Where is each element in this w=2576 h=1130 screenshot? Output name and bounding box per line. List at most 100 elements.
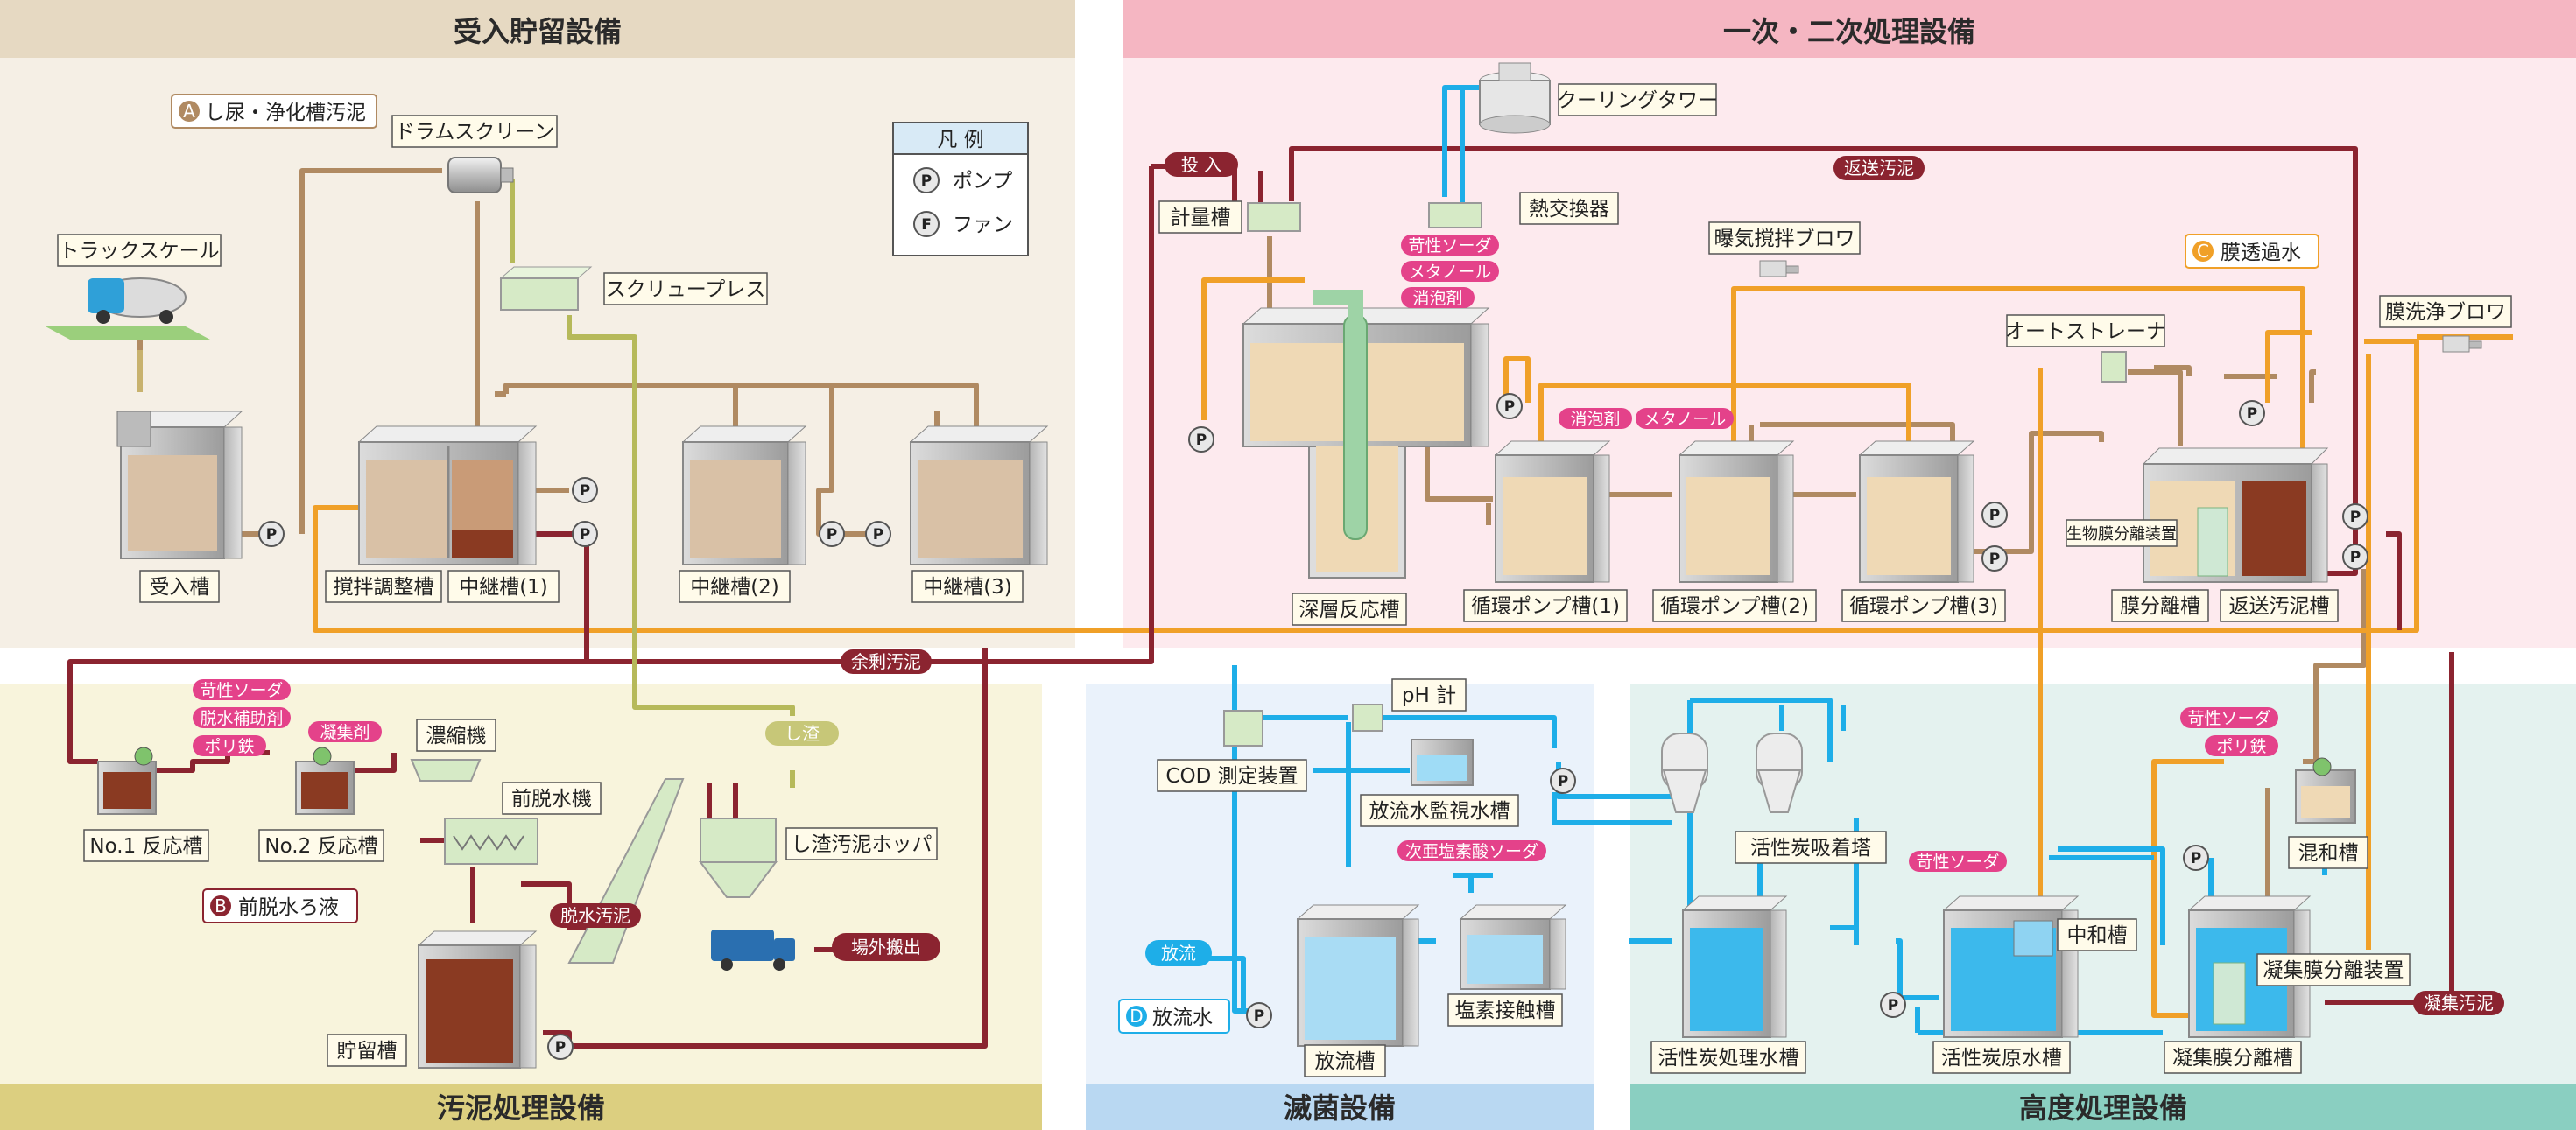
heat-exchanger-icon bbox=[1428, 202, 1482, 228]
svg-text:中和槽: 中和槽 bbox=[2067, 924, 2128, 947]
mark-c: C bbox=[2197, 241, 2209, 262]
chem-hypochlorite: 次亜塩素酸ソーダ bbox=[1405, 842, 1538, 861]
pump-icon: P bbox=[1981, 545, 2008, 572]
svg-text:P: P bbox=[580, 526, 590, 544]
legend-pump-label: ポンプ bbox=[953, 170, 1012, 193]
cod-meter-icon bbox=[1223, 710, 1263, 747]
svg-text:凝集膜分離槽: 凝集膜分離槽 bbox=[2172, 1047, 2293, 1070]
svg-text:循環ポンプ槽(2): 循環ポンプ槽(2) bbox=[1660, 595, 1809, 618]
svg-text:P: P bbox=[2191, 850, 2201, 867]
label-return-sludge-tank: 返送汚泥槽 bbox=[2220, 589, 2339, 622]
svg-text:P: P bbox=[2247, 405, 2257, 423]
label-receiving-tank: 受入槽 bbox=[139, 570, 220, 603]
svg-text:P: P bbox=[266, 526, 277, 544]
legend-fan-label: ファン bbox=[953, 214, 1013, 236]
deep-reactor bbox=[1242, 290, 1490, 579]
relay-tank-3 bbox=[909, 425, 1049, 565]
chem-caustic-2: 苛性ソーダ bbox=[200, 681, 283, 700]
auto-strainer-icon bbox=[2101, 351, 2127, 383]
pump-icon: P bbox=[1246, 1002, 1272, 1028]
offsite-tag: 場外搬出 bbox=[851, 937, 921, 958]
legend-fan-icon bbox=[913, 211, 940, 237]
legend-pump-icon bbox=[913, 167, 940, 193]
label-membrane-wash-blower: 膜洗浄ブロワ bbox=[2379, 295, 2512, 328]
svg-text:循環ポンプ槽(1): 循環ポンプ槽(1) bbox=[1471, 595, 1620, 618]
chem-polyferric-2: ポリ鉄 bbox=[2216, 737, 2266, 756]
storage-tank bbox=[417, 930, 538, 1069]
label-bio-membrane-unit: 生物膜分離装置 bbox=[2066, 519, 2178, 547]
chem-caustic-1: 苛性ソーダ bbox=[1408, 236, 1491, 256]
label-pre-dewaterer: 前脱水機 bbox=[502, 782, 602, 815]
svg-text:し渣汚泥ホッパ: し渣汚泥ホッパ bbox=[792, 833, 933, 856]
section-title-advanced: 高度処理設備 bbox=[2019, 1091, 2187, 1125]
label-neutralization-tank: 中和槽 bbox=[2057, 918, 2137, 951]
mixing-tank bbox=[2295, 757, 2356, 824]
section-title-receiving: 受入貯留設備 bbox=[454, 15, 622, 48]
pumps: P P P P P P P P P P P P P P P P P bbox=[258, 393, 2368, 1060]
svg-text:COD 測定装置: COD 測定装置 bbox=[1165, 765, 1298, 788]
legend-title: 凡 例 bbox=[937, 129, 983, 151]
chem-caustic-3: 苛性ソーダ bbox=[1916, 853, 1999, 872]
circulation-tank-3 bbox=[1858, 440, 1975, 583]
relay-tank-2 bbox=[681, 425, 807, 565]
no1-reactor-tank bbox=[97, 747, 157, 815]
label-circ-pump-tank-1: 循環ポンプ槽(1) bbox=[1463, 589, 1628, 622]
label-carbon-adsorption-tower: 活性炭吸着塔 bbox=[1735, 831, 1887, 864]
label-relay-tank-1: 中継槽(1) bbox=[447, 570, 560, 603]
svg-text:混和槽: 混和槽 bbox=[2298, 842, 2359, 865]
cooling-tower-icon bbox=[1479, 62, 1551, 134]
svg-text:P: P bbox=[1196, 432, 1207, 449]
svg-text:P: P bbox=[1888, 997, 1898, 1014]
label-metering-tank: 計量槽 bbox=[1158, 200, 1242, 234]
svg-text:P: P bbox=[1989, 507, 2000, 524]
equipment-labels: トラックスケール ドラムスクリーン スクリュープレス 受入槽 撹拌調整槽 中継槽… bbox=[57, 83, 2512, 1077]
chlorine-contact-tank bbox=[1459, 904, 1567, 990]
chem-dewatering-aid: 脱水補助剤 bbox=[200, 709, 283, 728]
legend-fan-symbol: F bbox=[921, 216, 932, 234]
chem-coagulant: 凝集剤 bbox=[320, 723, 370, 742]
label-discharge-tank: 放流槽 bbox=[1304, 1044, 1386, 1077]
svg-text:循環ポンプ槽(3): 循環ポンプ槽(3) bbox=[1849, 595, 1998, 618]
pump-icon: P bbox=[865, 521, 891, 547]
label-chlorine-contact-tank: 塩素接触槽 bbox=[1447, 993, 1563, 1027]
label-circ-pump-tank-2: 循環ポンプ槽(2) bbox=[1652, 589, 1817, 622]
label-cooling-tower: クーリングタワー bbox=[1557, 83, 1718, 116]
label-cod-meter: COD 測定装置 bbox=[1157, 759, 1307, 792]
svg-text:P: P bbox=[1504, 398, 1515, 416]
svg-text:クーリングタワー: クーリングタワー bbox=[1557, 89, 1718, 112]
label-carbon-treated-tank: 活性炭処理水槽 bbox=[1650, 1041, 1806, 1074]
svg-text:濃縮機: 濃縮機 bbox=[426, 725, 487, 747]
section-title-disinfection: 滅菌設備 bbox=[1284, 1091, 1396, 1125]
label-ph-meter: pH 計 bbox=[1391, 678, 1467, 712]
svg-text:塩素接触槽: 塩素接触槽 bbox=[1455, 1000, 1556, 1022]
screenings-tag: し渣 bbox=[785, 723, 820, 744]
svg-text:膜洗浄ブロワ: 膜洗浄ブロワ bbox=[2385, 301, 2506, 324]
label-coag-membrane-unit: 凝集膜分離装置 bbox=[2256, 953, 2411, 986]
svg-text:受入槽: 受入槽 bbox=[150, 576, 210, 599]
label-screenings-hopper: し渣汚泥ホッパ bbox=[785, 827, 938, 860]
label-relay-tank-3: 中継槽(3) bbox=[911, 570, 1024, 603]
input-d-label: 放流水 bbox=[1152, 1007, 1213, 1029]
aeration-blower-icon bbox=[1759, 260, 1799, 277]
pump-icon: P bbox=[1188, 426, 1214, 453]
svg-text:活性炭原水槽: 活性炭原水槽 bbox=[1941, 1047, 2062, 1070]
pump-icon: P bbox=[2342, 503, 2368, 530]
label-aeration-blower: 曝気撹拌ブロワ bbox=[1708, 221, 1861, 255]
svg-text:No.1 反応槽: No.1 反応槽 bbox=[89, 835, 202, 858]
permeate-lines bbox=[313, 277, 2513, 1018]
label-auto-strainer: オートストレーナ bbox=[2005, 314, 2166, 347]
pump-icon: P bbox=[1550, 768, 1576, 794]
pump-icon: P bbox=[1880, 992, 1906, 1018]
input-c-label: 膜透過水 bbox=[2221, 242, 2301, 264]
label-mixing-adjust-tank: 撹拌調整槽 bbox=[325, 570, 442, 603]
label-screw-press: スクリュープレス bbox=[603, 272, 768, 305]
discharge-tank bbox=[1296, 904, 1420, 1047]
svg-text:放流水監視水槽: 放流水監視水槽 bbox=[1369, 800, 1510, 823]
label-coag-membrane-tank: 凝集膜分離槽 bbox=[2164, 1041, 2302, 1074]
membrane-wash-blower-icon bbox=[2442, 335, 2482, 353]
svg-text:P: P bbox=[580, 482, 590, 500]
pump-icon: P bbox=[572, 477, 598, 503]
chem-methanol-1: メタノール bbox=[1409, 263, 1491, 282]
circulation-tank-2 bbox=[1678, 440, 1795, 583]
membrane-separation-tank bbox=[2142, 447, 2329, 583]
